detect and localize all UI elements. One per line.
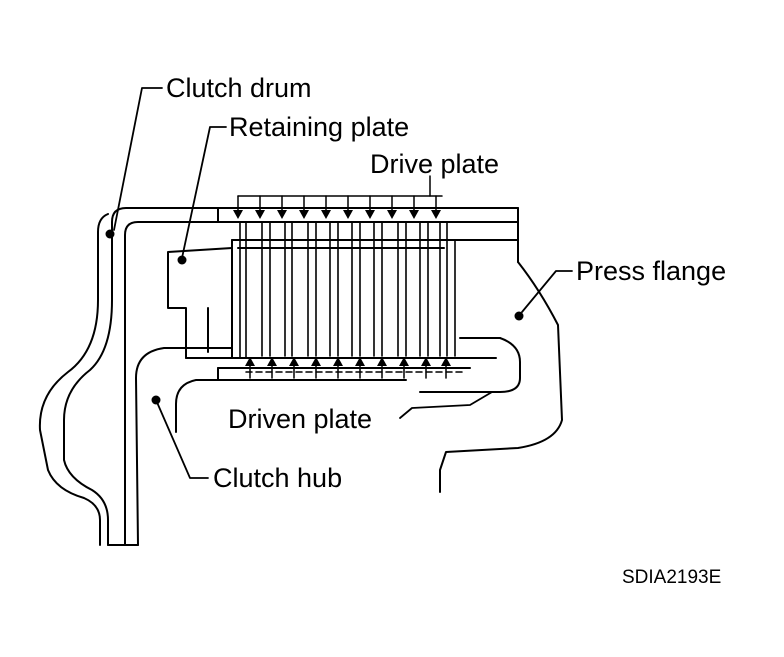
figure-code: SDIA2193E	[622, 567, 722, 588]
driven-plate-arrows	[245, 357, 467, 379]
clutch-drum-shape	[38, 207, 519, 546]
label-drive-plate: Drive plate	[370, 149, 500, 179]
label-clutch-drum: Clutch drum	[166, 73, 312, 103]
leader-dots	[105, 229, 524, 405]
label-press-flange: Press flange	[576, 256, 727, 286]
retaining-plate-shape	[167, 239, 519, 359]
press-flange-shape	[419, 261, 563, 493]
drive-plate-arrows	[233, 175, 443, 219]
label-retaining-plate: Retaining plate	[229, 112, 410, 142]
plate-stack	[239, 221, 456, 359]
clutch-hub-shape	[135, 347, 497, 546]
label-clutch-hub: Clutch hub	[213, 463, 343, 493]
leader-lines	[113, 87, 573, 479]
label-driven-plate: Driven plate	[228, 404, 373, 434]
